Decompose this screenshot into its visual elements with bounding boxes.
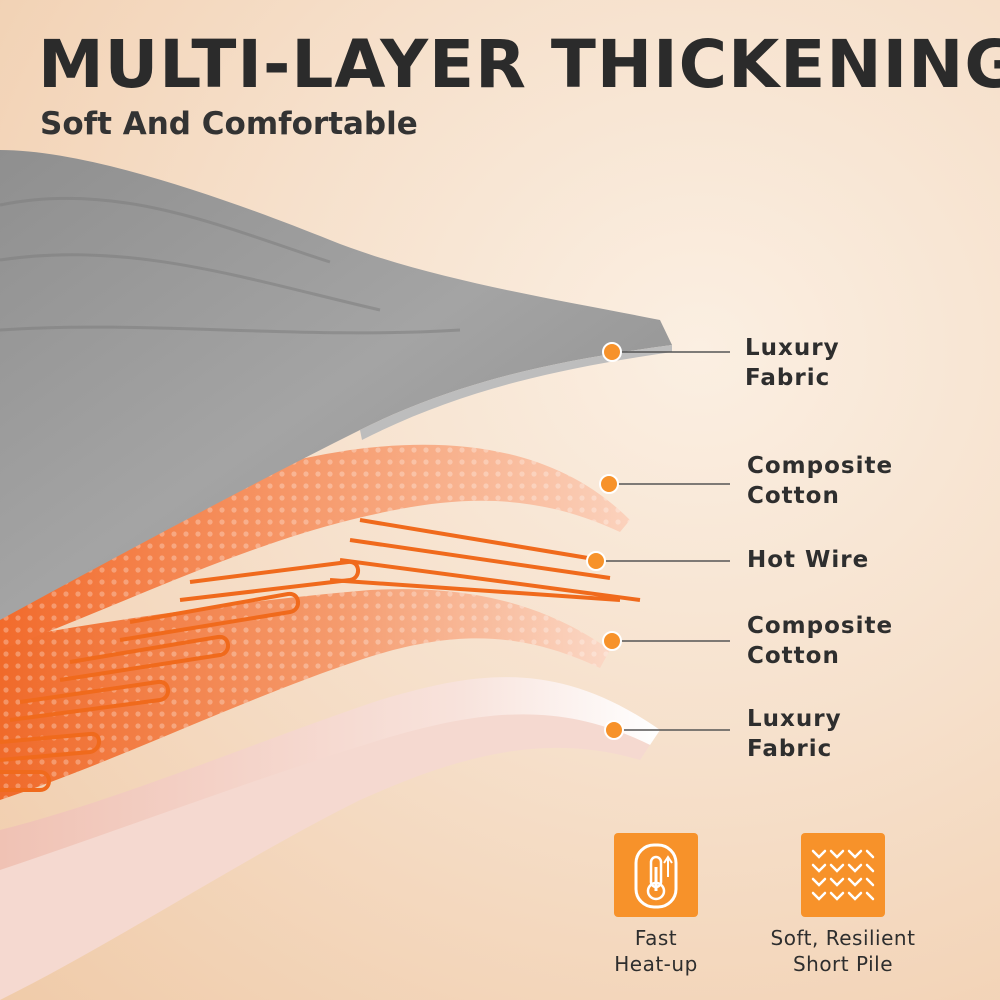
- badge: [801, 833, 885, 917]
- top-fabric-layer: [0, 150, 672, 620]
- label-leaders: [586, 342, 730, 740]
- page-subtitle: Soft And Comfortable: [40, 106, 418, 142]
- hot-wire-layer: [0, 518, 641, 792]
- pile-pattern-icon: [811, 849, 875, 901]
- page-title: MULTI-LAYER THICKENING: [38, 26, 1000, 103]
- thermometer-icon: [634, 843, 678, 909]
- layer-label-hot-wire: Hot Wire: [747, 547, 870, 573]
- badge: [614, 833, 698, 917]
